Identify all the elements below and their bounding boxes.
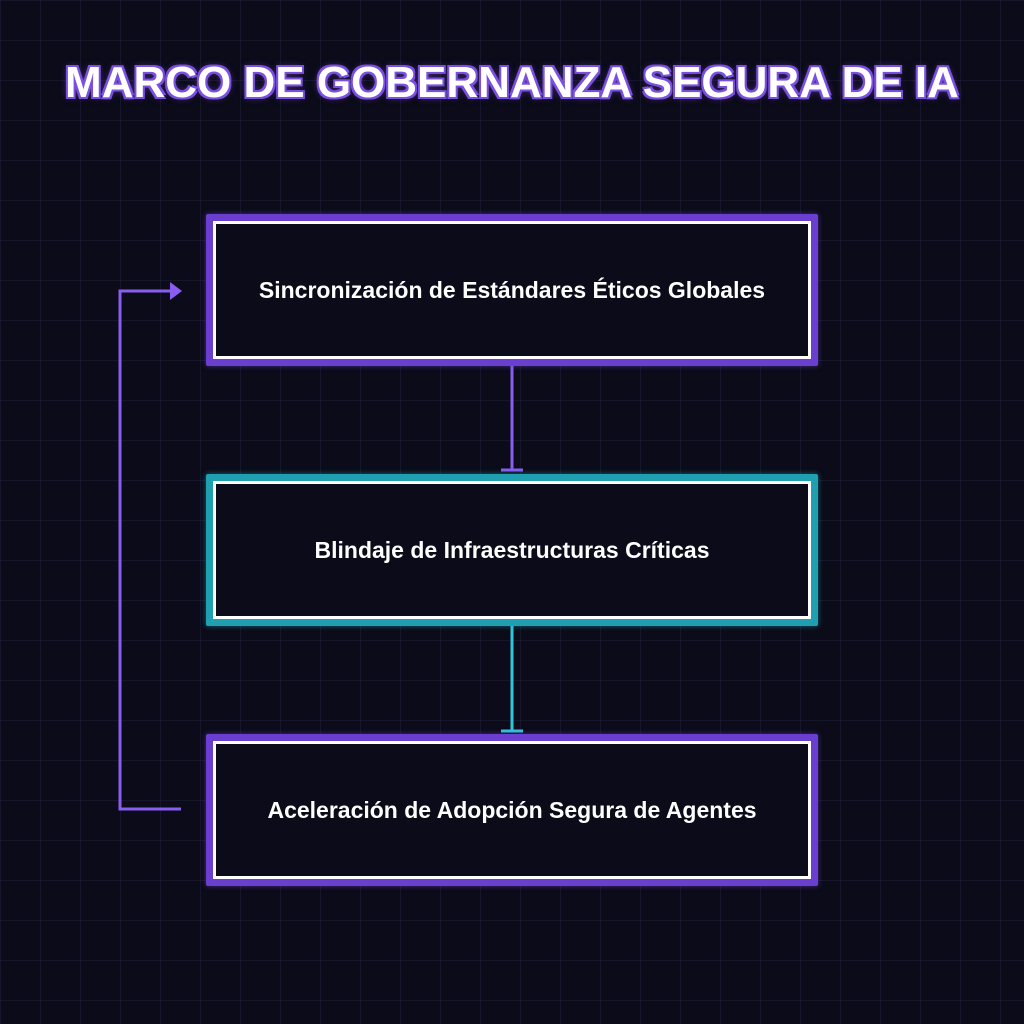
edge-2-to-3 [501,622,523,733]
node-secure-agent-adoption: Aceleración de Adopción Segura de Agente… [206,734,818,886]
node-label: Blindaje de Infraestructuras Críticas [314,536,710,563]
edge-1-to-2 [501,362,523,472]
node-critical-infrastructure-shielding: Blindaje de Infraestructuras Críticas [206,474,818,626]
edge-feedback-loop [118,282,182,811]
node-label: Aceleración de Adopción Segura de Agente… [267,796,757,823]
arrowhead-icon [170,282,182,300]
diagram-title: MARCO DE GOBERNANZA SEGURA DE IA [65,58,959,107]
node-ethical-standards-sync: Sincronización de Estándares Éticos Glob… [206,214,818,366]
node-label: Sincronización de Estándares Éticos Glob… [258,276,766,303]
